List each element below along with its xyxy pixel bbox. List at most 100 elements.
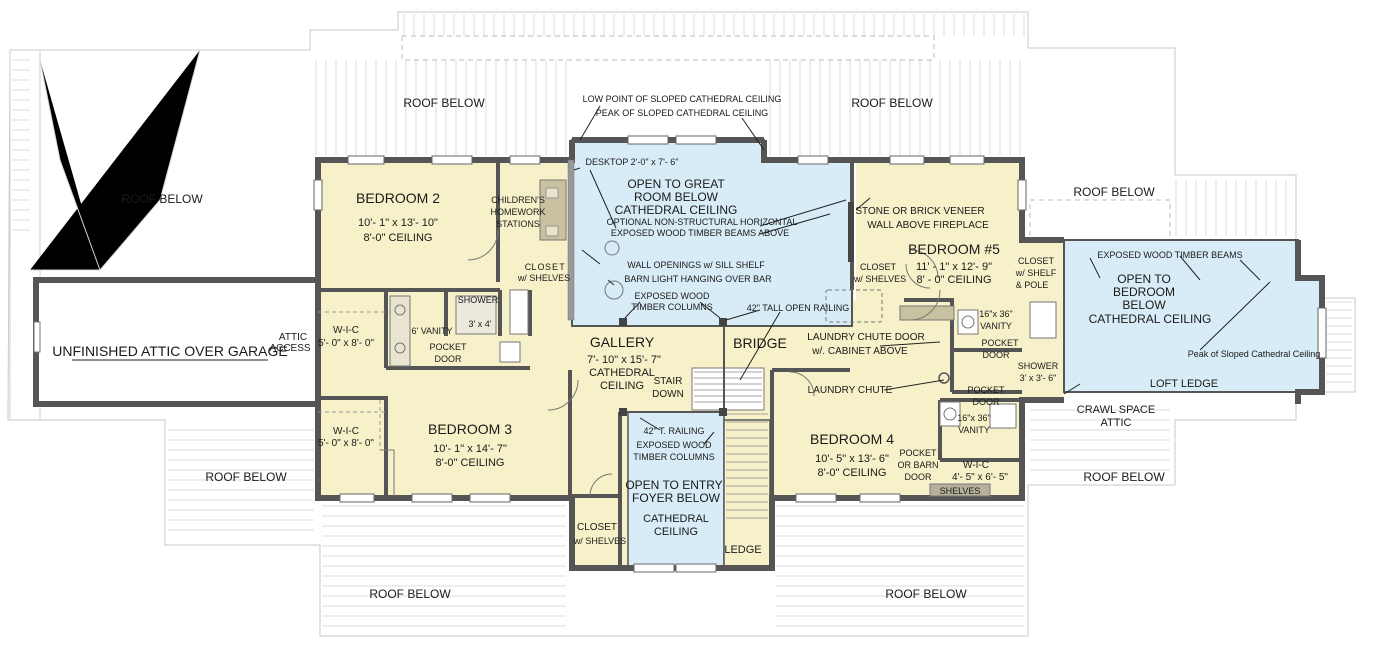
peak-right-note: Peak of Sloped Cathedral Ceiling [1188, 349, 1321, 359]
shower-size: 3' x 4' [469, 319, 492, 329]
bedroom4-ceiling: 8'-0" CEILING [818, 467, 887, 479]
pocket-door-label: DOOR [435, 354, 463, 364]
roof-hatching [12, 14, 1352, 627]
closet-letter: E [552, 262, 558, 272]
closet-label: w/ SHELVES [853, 274, 906, 284]
vanity-label: 6' VANITY [411, 326, 452, 336]
desktop-note: DESKTOP 2'-0" x 7'- 6" [585, 157, 678, 167]
gallery-ceiling: CATHEDRAL [589, 367, 655, 379]
roof-label: ROOF BELOW [205, 470, 287, 484]
bedroom3-size: 10'- 1" x 14'- 7" [433, 443, 507, 455]
shower-label: SHOWER [1018, 361, 1059, 371]
interior-walls [318, 160, 1022, 566]
railing-note: 42" TALL OPEN RAILING [747, 303, 850, 313]
gallery-name: GALLERY [590, 334, 655, 350]
roof-label: ROOF BELOW [369, 587, 451, 601]
beams-note: EXPOSED WOOD TIMBER BEAMS ABOVE [611, 228, 789, 238]
foyer-ceiling-label: CATHEDRAL [643, 513, 709, 525]
vanity-label: VANITY [980, 321, 1012, 331]
wic-size: 5'- 0" x 8'- 0" [318, 438, 374, 449]
attic-title: UNFINISHED ATTIC OVER GARAGE [52, 343, 287, 359]
wic-size: 4'- 5" x 6'- 5" [952, 472, 1008, 483]
gallery-size: 7'- 10" x 15'- 7" [587, 354, 661, 366]
windows [313, 135, 1327, 573]
bedroom4-name: BEDROOM 4 [810, 431, 894, 447]
foyer-ceiling-label: CEILING [654, 526, 698, 538]
pocket-door-label: POCKET [967, 385, 1005, 395]
small-room-labels: W-I-C 5'- 0" x 8'- 0" W-I-C 5'- 0" x 8'-… [318, 195, 1059, 546]
bedroom5-ceiling: 8' - 0" CEILING [916, 274, 991, 286]
wic-label: W-I-C [963, 460, 989, 471]
laundry-door-note: w/. CABINET ABOVE [811, 346, 908, 357]
homework-label: HOMEWORK [491, 207, 546, 217]
columns-lower-note: EXPOSED WOOD [636, 440, 712, 450]
shower-size: 3' x 3'- 6" [1020, 373, 1057, 383]
bedroom-below-label: OPEN TO [1117, 272, 1171, 286]
circulation-labels: GALLERY 7'- 10" x 15'- 7" CATHEDRAL CEIL… [587, 334, 1218, 556]
closet-letter: C [525, 262, 532, 272]
pocket-door-label: DOOR [973, 397, 1001, 407]
bridge-label: BRIDGE [733, 335, 787, 351]
columns-note: TIMBER COLUMNS [631, 302, 713, 312]
pocket-door-label: POCKET [429, 342, 467, 352]
barn-light-note: BARN LIGHT HANGING OVER BAR [624, 274, 772, 284]
attic-access-label: ATTIC [279, 332, 307, 343]
columns-note: EXPOSED WOOD [634, 291, 710, 301]
exposed-beams-note: EXPOSED WOOD TIMBER BEAMS [1097, 250, 1242, 260]
pocket-barn-label: POCKET [899, 448, 937, 458]
bedroom2-size: 10'- 1" x 13'- 10" [358, 217, 438, 229]
bedroom5-size: 11' - 1" x 12'- 9" [916, 261, 992, 273]
crawl-space-label: ATTIC [1101, 417, 1132, 429]
closet-label: & POLE [1016, 280, 1049, 290]
closet-label: CLOSET [577, 522, 617, 533]
roof-label: ROOF BELOW [851, 96, 933, 110]
closet-label: w/ SHELVES [573, 536, 626, 546]
stair-treads [694, 371, 768, 519]
attic-access-label: ACCESS [269, 343, 310, 354]
vanity-label: VANITY [958, 425, 990, 435]
pocket-barn-label: OR BARN [897, 460, 938, 470]
bedroom-labels: BEDROOM 2 10'- 1" x 13'- 10" 8'-0" CEILI… [356, 190, 1000, 479]
foyer-label: FOYER BELOW [632, 491, 721, 505]
closet-label: w/ SHELF [1015, 268, 1057, 278]
laundry-chute-note: LAUNDRY CHUTE [808, 385, 893, 396]
bedroom5-name: BEDROOM #5 [908, 241, 1000, 257]
closet-letter: O [537, 262, 544, 272]
attic-labels: UNFINISHED ATTIC OVER GARAGE ATTIC ACCES… [52, 332, 1155, 429]
great-room-label: CATHEDRAL CEILING [615, 203, 738, 217]
low-point-note: LOW POINT OF SLOPED CATHEDRAL CEILING [583, 94, 782, 104]
vanity-label: 16"x 36" [979, 309, 1012, 319]
bedroom2-ceiling: 8'-0" CEILING [364, 232, 433, 244]
gallery-ceiling: CEILING [600, 380, 644, 392]
closet-letter: T [559, 262, 565, 272]
laundry-door-note: LAUNDRY CHUTE DOOR [807, 332, 924, 343]
details [318, 159, 1057, 519]
bedroom-below-label: BELOW [1122, 298, 1166, 312]
roof-label: ROOF BELOW [121, 192, 203, 206]
veneer-note: STONE OR BRICK VENEER [855, 206, 984, 217]
roof-label: ROOF BELOW [403, 96, 485, 110]
homework-label: STATIONS [496, 219, 540, 229]
great-room-label: ROOM BELOW [634, 190, 719, 204]
bedroom3-name: BEDROOM 3 [428, 421, 512, 437]
garage-attic [33, 277, 321, 407]
veneer-note: WALL ABOVE FIREPLACE [867, 220, 989, 231]
vanity-label: 16"x 36" [957, 413, 990, 423]
foyer-label: OPEN TO ENTRY [625, 478, 722, 492]
closet-label: CLOSET [860, 262, 897, 272]
bedroom4-size: 10'- 5" x 13'- 6" [815, 453, 889, 465]
railing-t-note: 42" T. RAILING [643, 426, 704, 436]
closet-shelves: w/ SHELVES [517, 273, 570, 283]
pocket-door-label: DOOR [983, 350, 1011, 360]
wic-label: W-I-C [333, 426, 359, 437]
roof-labels: ROOF BELOW ROOF BELOW ROOF BELOW ROOF BE… [121, 96, 1165, 601]
annotation-notes: LOW POINT OF SLOPED CATHEDRAL CEILING PE… [583, 94, 1321, 462]
bedroom2-name: BEDROOM 2 [356, 190, 440, 206]
wic-size: 5'- 0" x 8'- 0" [318, 338, 374, 349]
roof-label: ROOF BELOW [1073, 185, 1155, 199]
open-area-labels: OPEN TO GREAT ROOM BELOW CATHEDRAL CEILI… [615, 177, 1212, 538]
closet-label: CLOSET [1018, 256, 1055, 266]
closet-letter: S [545, 262, 551, 272]
closet-letter: L [531, 262, 536, 272]
pocket-door-label: POCKET [981, 338, 1019, 348]
